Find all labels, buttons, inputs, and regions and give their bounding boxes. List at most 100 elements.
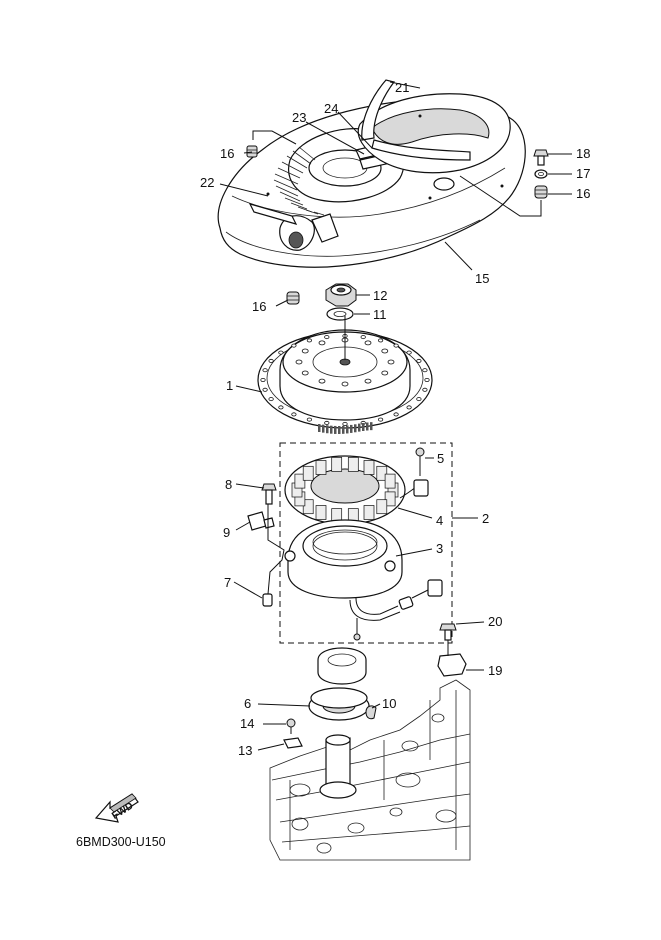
collar-7 xyxy=(262,593,273,607)
flywheel-hole xyxy=(360,335,366,340)
flywheel-hole xyxy=(278,405,284,410)
pulser-coil xyxy=(317,647,367,685)
gear-tooth xyxy=(330,425,333,434)
flywheel-hole xyxy=(306,417,312,422)
flywheel-inner-hole xyxy=(318,340,326,346)
flywheel-hole xyxy=(377,417,384,422)
gear-tooth xyxy=(350,424,353,433)
stator-pole xyxy=(315,460,327,475)
clamp-9 xyxy=(247,511,275,531)
callout-20: 19 xyxy=(488,663,502,678)
stator-pole xyxy=(331,457,343,472)
callout-7: 7 xyxy=(224,575,231,590)
callout-21: 20 xyxy=(488,614,502,629)
bolt-21 xyxy=(439,623,457,641)
stator-pole xyxy=(347,457,359,472)
gear-tooth xyxy=(318,424,321,432)
callout-15: 15 xyxy=(475,271,489,286)
flywheel xyxy=(257,329,433,434)
callout-24: 23 xyxy=(292,110,306,125)
flywheel-inner-hole xyxy=(364,340,372,346)
callout-17: 16 xyxy=(576,186,590,201)
flywheel-inner-hole xyxy=(381,348,389,354)
diagram-code: 6BMD300-U150 xyxy=(76,835,166,849)
clip-13 xyxy=(283,737,303,749)
flywheel-hole xyxy=(377,338,384,343)
ring-gear-teeth xyxy=(318,422,373,434)
flywheel-hole xyxy=(260,377,266,382)
stator-pole xyxy=(302,499,314,515)
flywheel-holes xyxy=(260,333,430,426)
flywheel-hole xyxy=(342,421,348,426)
flywheel-inner-hole xyxy=(364,378,372,384)
fwd-arrow-icon: FWD xyxy=(94,793,139,823)
stator-pole xyxy=(376,465,388,481)
flywheel-hole xyxy=(268,358,274,363)
callout-25: 24 xyxy=(324,101,338,116)
washer-11 xyxy=(326,307,354,321)
flywheel-hole xyxy=(268,397,274,402)
plate-6 xyxy=(308,687,370,721)
flywheel-hole xyxy=(262,368,268,373)
callout-1: 1 xyxy=(226,378,233,393)
callout-4: 4 xyxy=(436,513,443,528)
bolt-19 xyxy=(533,149,549,166)
gear-tooth xyxy=(362,422,365,431)
flywheel-hole xyxy=(306,338,312,343)
sensor-20 xyxy=(437,640,467,677)
callout-18: 17 xyxy=(576,166,590,181)
washer-18 xyxy=(534,169,548,179)
flywheel-inner-hole xyxy=(301,348,309,354)
flywheel-hole xyxy=(324,335,330,340)
flywheel-hole xyxy=(422,387,428,392)
flywheel-hole xyxy=(416,358,422,363)
gear-tooth xyxy=(370,422,373,431)
callout-3: 3 xyxy=(436,541,443,556)
stator-assembly-outline xyxy=(279,442,453,644)
callout-16-lower: 16 xyxy=(252,299,266,314)
engine-block xyxy=(269,679,471,861)
callout-9: 9 xyxy=(223,525,230,540)
flywheel-inner-hole xyxy=(381,370,389,376)
screw-5 xyxy=(415,447,425,468)
stator-base xyxy=(284,519,443,621)
callout-5: 5 xyxy=(437,451,444,466)
flywheel-hole xyxy=(406,405,412,410)
stator-pole xyxy=(302,465,314,481)
callout-2: 2 xyxy=(482,511,489,526)
callout-12: 12 xyxy=(373,288,387,303)
flywheel-hole xyxy=(406,350,412,355)
grommet-16-upper xyxy=(246,145,258,158)
stator-poles xyxy=(291,457,399,523)
flywheel-hole xyxy=(278,350,284,355)
gear-tooth xyxy=(342,425,345,434)
flywheel-hole xyxy=(422,368,428,373)
flywheel-hole xyxy=(324,420,330,425)
stator-pole xyxy=(294,473,306,489)
flywheel-cover xyxy=(217,79,526,268)
gear-tooth xyxy=(358,423,361,432)
gear-tooth xyxy=(366,422,369,431)
flywheel-hole xyxy=(393,412,399,417)
flywheel-hole xyxy=(291,343,297,348)
callout-labels: 21 24 23 16 22 18 17 16 15 12 16 11 1 5 … xyxy=(200,80,590,758)
flywheel-inner-hole xyxy=(341,381,349,387)
stator-pole xyxy=(384,491,396,507)
gear-tooth xyxy=(326,425,329,434)
callout-16-upper: 16 xyxy=(220,146,234,161)
flywheel-hole xyxy=(416,397,422,402)
flywheel-hole xyxy=(424,377,430,382)
flywheel-inner-hole xyxy=(301,370,309,376)
nut-12 xyxy=(325,283,357,307)
flywheel-inner-hole xyxy=(387,359,395,365)
callout-13: 13 xyxy=(238,743,252,758)
flywheel-hole xyxy=(291,412,297,417)
screw-bottom xyxy=(353,633,361,641)
key-10 xyxy=(365,705,377,720)
callout-23: 22 xyxy=(200,175,214,190)
gear-tooth xyxy=(346,425,349,434)
gear-tooth xyxy=(322,424,325,433)
flywheel-inner-hole xyxy=(318,378,326,384)
callout-6: 6 xyxy=(244,696,251,711)
